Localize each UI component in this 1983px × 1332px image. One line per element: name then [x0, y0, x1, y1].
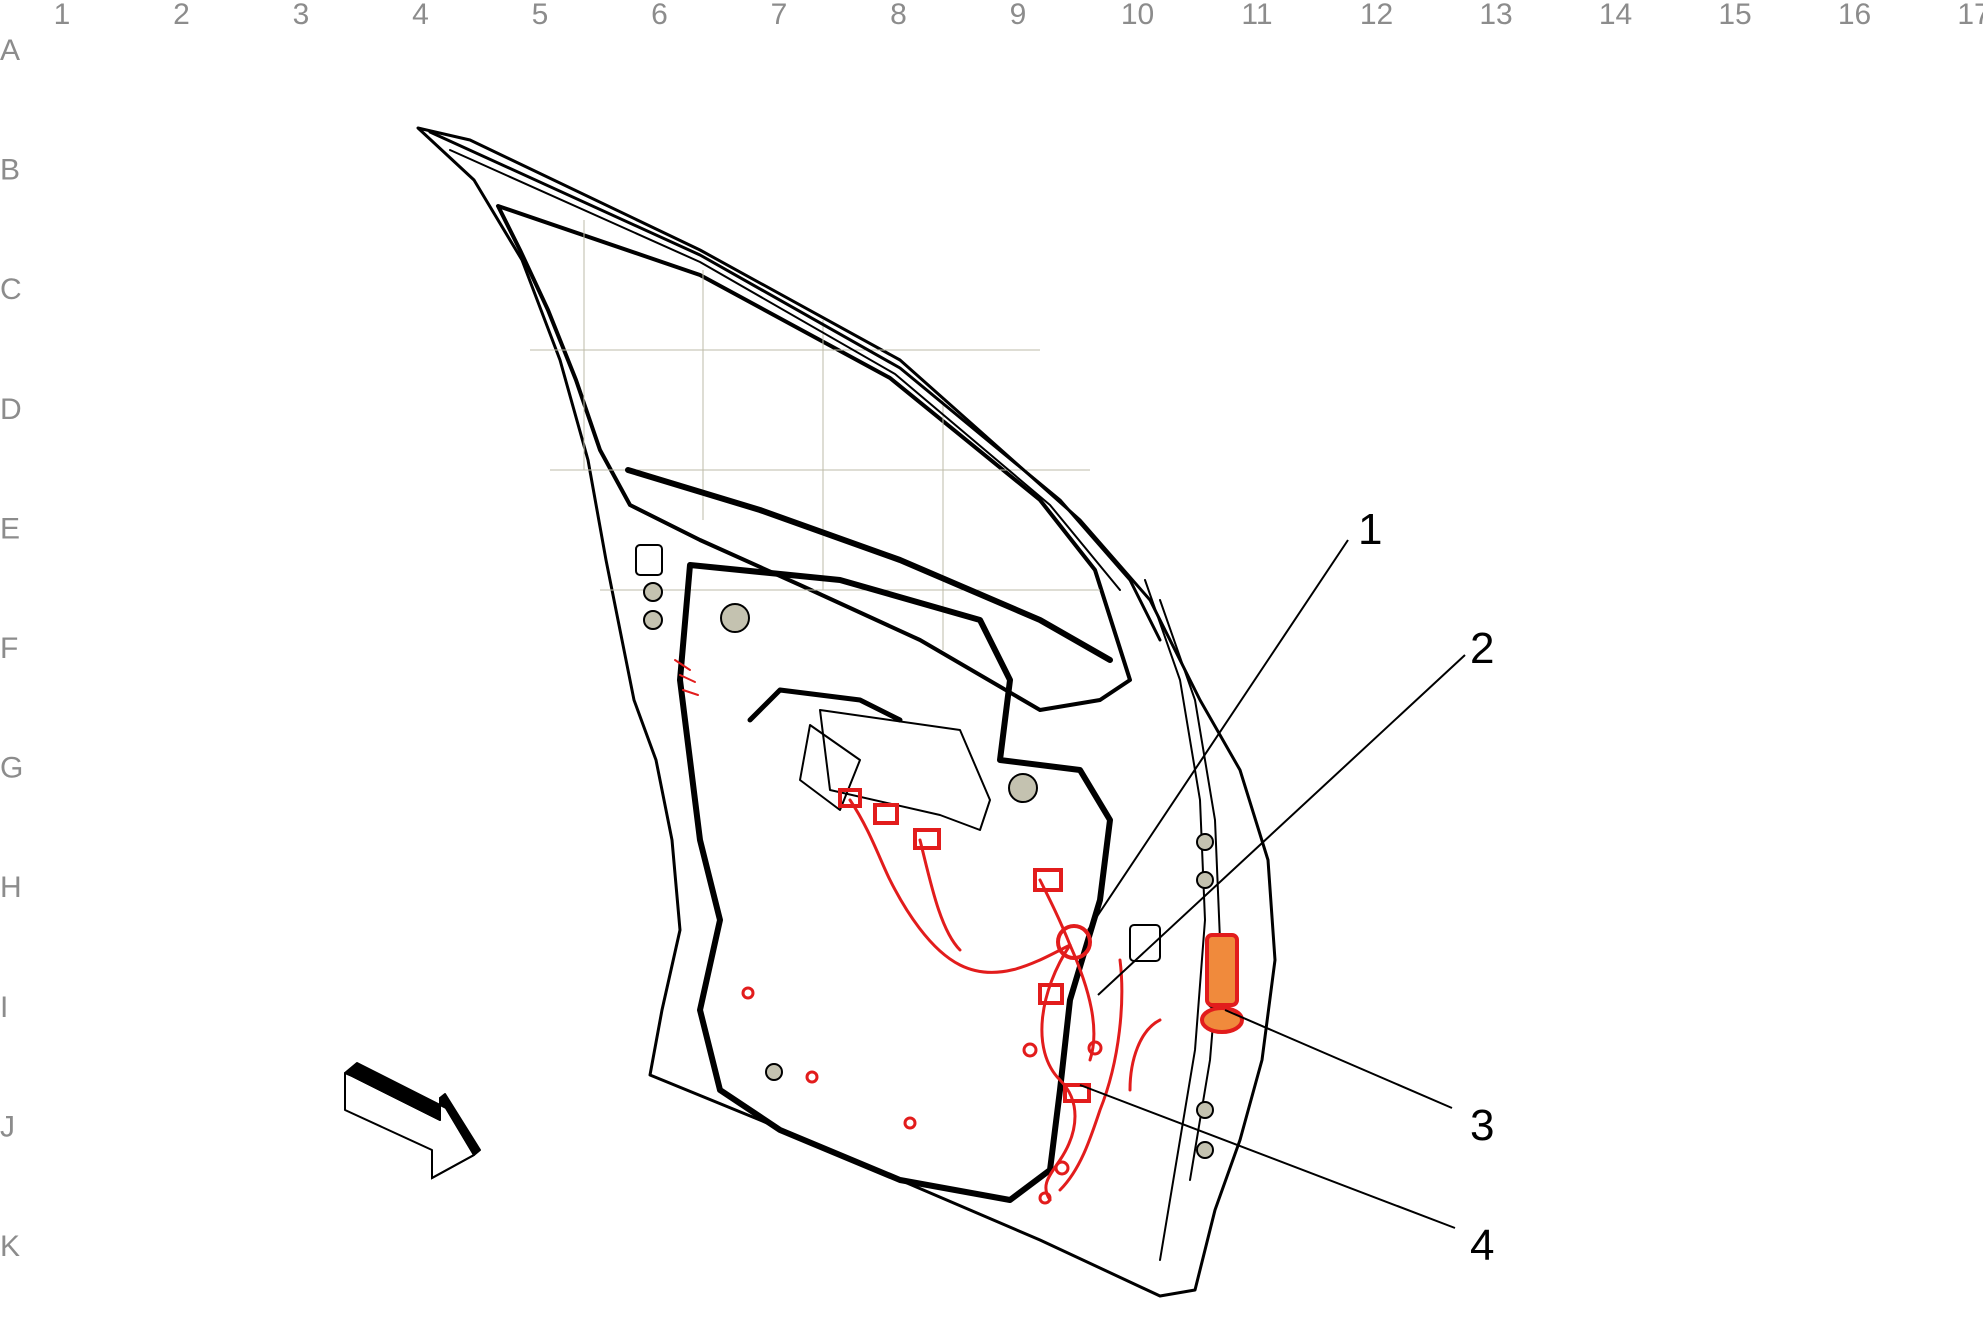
window-glass-grid	[530, 220, 1100, 650]
harness-grommet	[1056, 924, 1092, 960]
inner-panel-aperture	[677, 562, 1113, 1203]
grid-row-label: D	[0, 393, 22, 426]
grid-column-label: 14	[1599, 0, 1632, 31]
door-lock-module	[1205, 933, 1239, 1007]
grid-column-label: 15	[1718, 0, 1751, 31]
view-direction-arrow-icon	[344, 1062, 481, 1180]
grid-column-label: 5	[532, 0, 549, 31]
grid-column-label: 17	[1957, 0, 1983, 31]
grid-column-label: 3	[293, 0, 310, 31]
grid-column-label: 8	[890, 0, 907, 31]
grid-column-label: 7	[771, 0, 788, 31]
grid-row-label: H	[0, 871, 22, 904]
grid-row-label: G	[0, 752, 23, 785]
grid-row-label: E	[0, 512, 20, 545]
door-panel-illustration	[416, 126, 1277, 1298]
grid-column-label: 16	[1838, 0, 1871, 31]
mounting-holes	[643, 582, 1224, 1159]
callout-leaders	[1079, 539, 1466, 1229]
grid-row-labels: ABCDEFGHIJKL	[0, 34, 23, 1263]
callout-3: 3	[1470, 1101, 1494, 1150]
grid-row-label: F	[0, 632, 18, 665]
door-outer-body	[416, 126, 1277, 1298]
callout-1: 1	[1358, 505, 1382, 554]
harness-connectors	[741, 788, 1103, 1205]
grid-column-label: 10	[1121, 0, 1154, 31]
grid-row-label: C	[0, 273, 22, 306]
grid-column-label: 11	[1241, 0, 1272, 31]
callout-4: 4	[1470, 1221, 1494, 1270]
grid-column-label: 2	[173, 0, 190, 31]
grid-row-label: B	[0, 154, 20, 187]
grid-row-label: J	[0, 1110, 15, 1143]
window-glass	[496, 204, 1132, 712]
grid-column-label: 13	[1479, 0, 1512, 31]
grid-column-label: 9	[1010, 0, 1027, 31]
grid-column-label: 4	[412, 0, 429, 31]
grid-column-label: 6	[651, 0, 668, 31]
grid-column-label: 12	[1360, 0, 1393, 31]
grid-row-label: I	[0, 991, 8, 1024]
callout-2: 2	[1470, 624, 1494, 673]
grid-column-label: 1	[54, 0, 71, 31]
grid-row-label: K	[0, 1230, 20, 1263]
grid-row-label: A	[0, 34, 20, 67]
